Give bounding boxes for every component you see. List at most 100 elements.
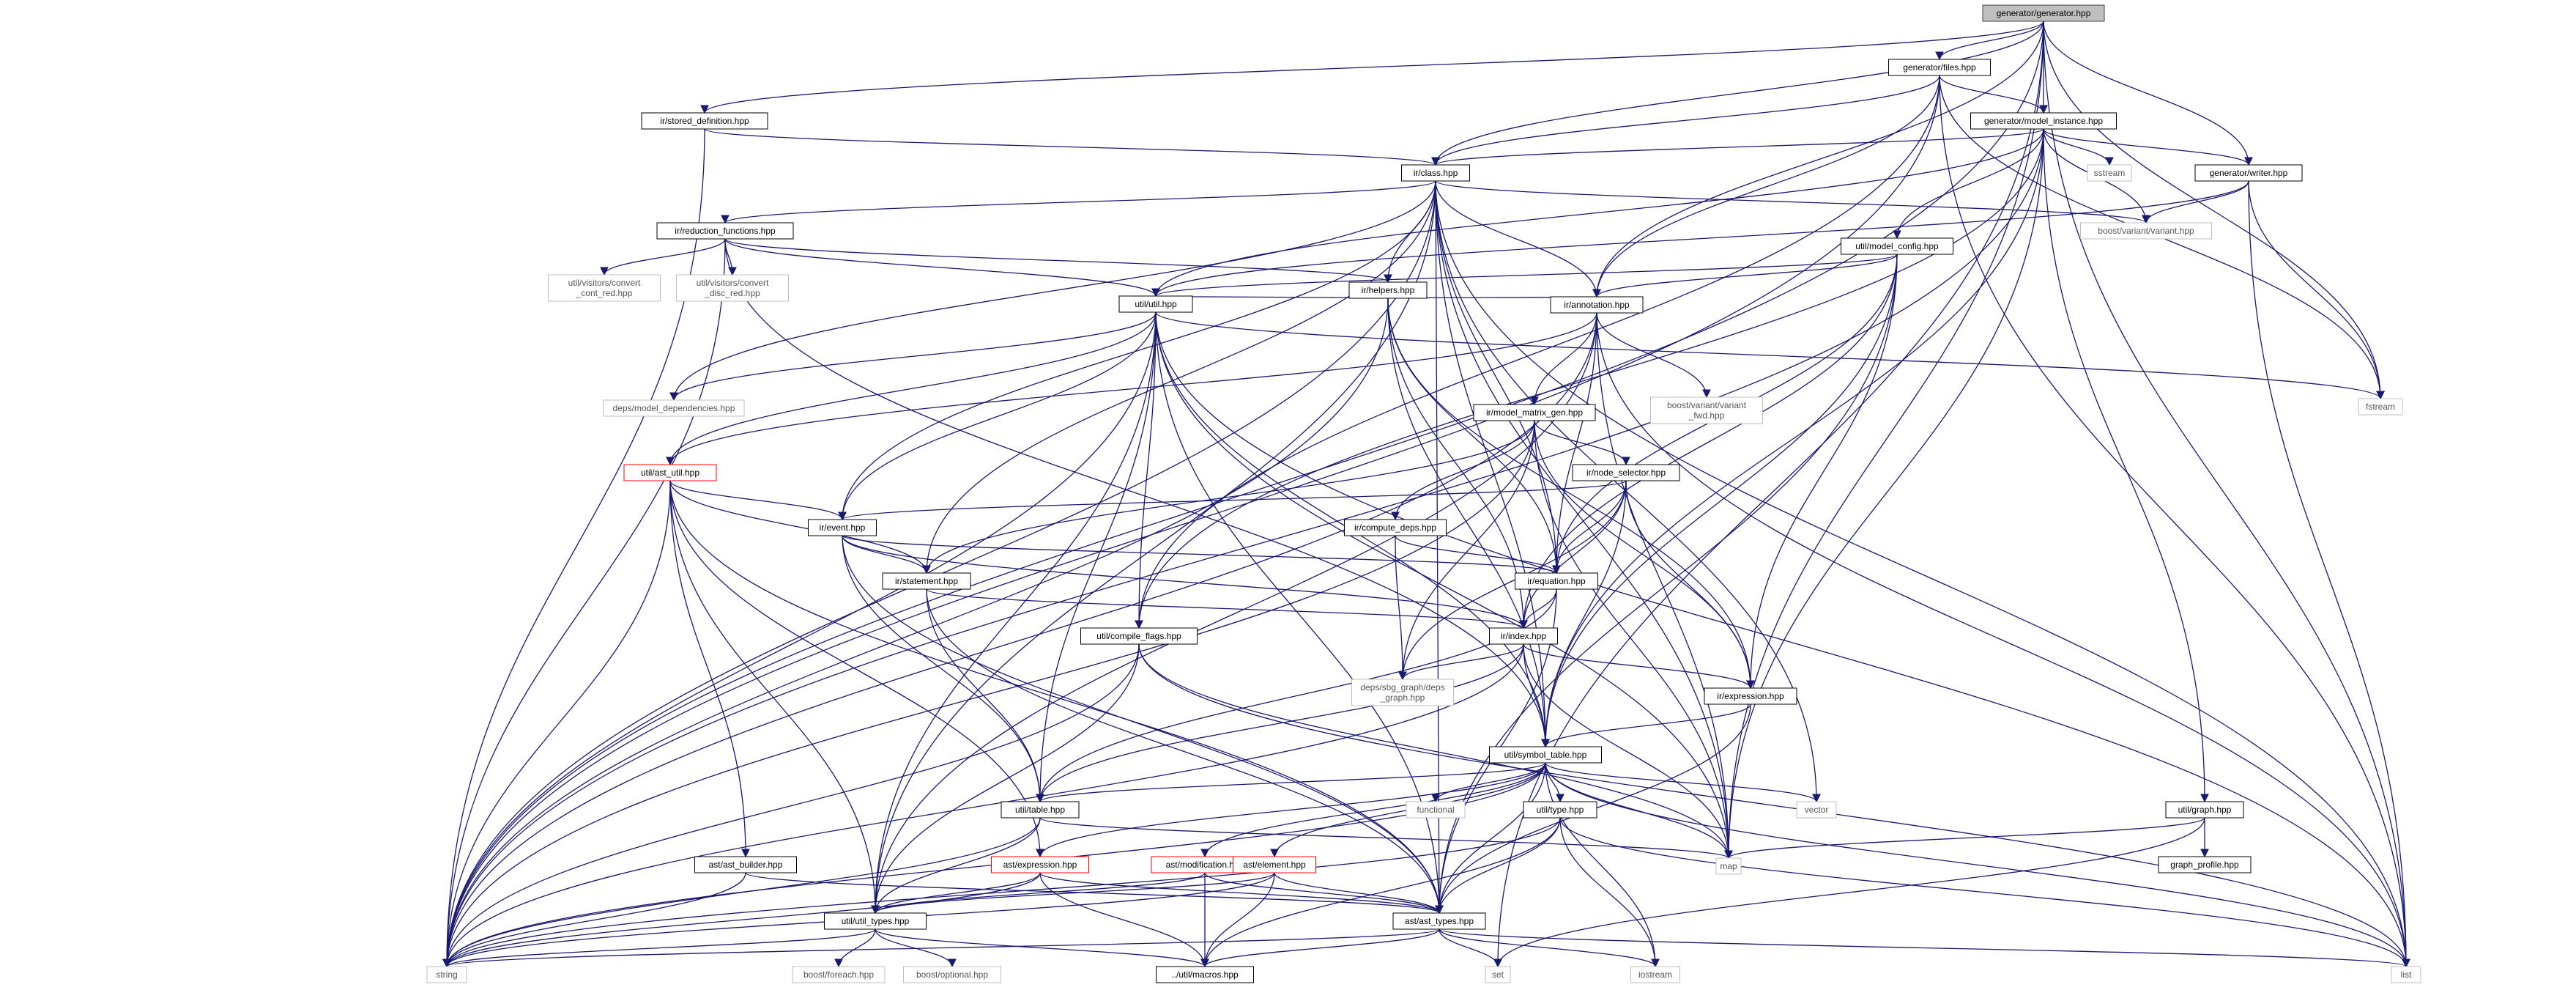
edge-util_types-to-optional (875, 928, 957, 968)
node-label: ir/event.hpp (820, 522, 866, 533)
node-box (1348, 281, 1428, 299)
node-files[interactable]: generator/files.hpp (1888, 59, 1991, 76)
edge-ast_util-to-statement (669, 480, 931, 575)
edge-annotation-to-util_types (871, 312, 1597, 915)
node-variant: boost/variant/variant.hpp (2080, 222, 2212, 240)
node-model-deps: deps/model_dependencies.hpp (603, 399, 745, 417)
node-label: functional (1417, 805, 1454, 815)
node-box (2194, 164, 2303, 182)
edge-model_config-to-symbol_table (1541, 254, 1898, 748)
node-label: deps/sbg_graph/deps (1360, 682, 1444, 692)
node-box (1841, 237, 1953, 255)
edge-index-to-map (1523, 643, 1733, 860)
node-stored[interactable]: ir/stored_definition.hpp (641, 112, 768, 130)
node-label: ast/modification.hpp (1166, 860, 1244, 870)
node-list: list (2391, 966, 2421, 983)
node-label: ast/ast_types.hpp (1405, 916, 1474, 926)
node-writer[interactable]: generator/writer.hpp (2194, 164, 2303, 182)
node-node-selector[interactable]: ir/node_selector.hpp (1572, 464, 1680, 481)
node-annotation[interactable]: ir/annotation.hpp (1550, 296, 1644, 314)
node-expression-ir[interactable]: ir/expression.hpp (1704, 687, 1797, 705)
edge-root-to-class (1431, 21, 2044, 166)
edge-model_config-to-expression_ir (1746, 254, 1898, 690)
node-type[interactable]: util/type.hpp (1523, 801, 1597, 819)
node-graph-profile[interactable]: graph_profile.hpp (2158, 856, 2252, 873)
node-iostream: iostream (1630, 966, 1680, 983)
edge-compute_deps-to-sbg_graph (1395, 535, 1407, 681)
node-box (1392, 912, 1486, 930)
node-reduction[interactable]: ir/reduction_functions.hpp (656, 222, 794, 240)
node-macros[interactable]: ../util/macros.hpp (1156, 966, 1254, 983)
edge-model_instance-to-string (442, 128, 2044, 968)
node-box (1080, 627, 1198, 645)
edge-util-to-string (442, 311, 1157, 968)
node-box (1704, 687, 1797, 705)
node-label: util/visitors/convert (568, 278, 641, 288)
node-box (1515, 572, 1598, 590)
node-label: ir/stored_definition.hpp (660, 116, 749, 126)
node-box (1344, 519, 1447, 536)
edge-table-to-map (1039, 817, 1733, 860)
node-label: map (1720, 861, 1737, 871)
edge-compile_flags-to-list (1138, 643, 2410, 968)
node-box (2391, 966, 2421, 983)
edge-table-to-string (442, 817, 1041, 968)
node-box (2087, 164, 2132, 182)
node-index[interactable]: ir/index.hpp (1489, 627, 1558, 645)
edge-util_types-to-string (442, 928, 876, 968)
node-ast-builder[interactable]: ast/ast_builder.hpp (694, 856, 797, 873)
edge-class-to-reduction (721, 180, 1436, 224)
node-graph[interactable]: util/graph.hpp (2165, 801, 2244, 819)
node-class[interactable]: ir/class.hpp (1401, 164, 1470, 182)
edge-node_selector-to-index (1519, 480, 1627, 629)
node-symbol-table[interactable]: util/symbol_table.hpp (1489, 746, 1602, 764)
node-model-instance[interactable]: generator/model_instance.hpp (1970, 112, 2117, 130)
node-label: list (2401, 969, 2412, 980)
node-root[interactable]: generator/generator.hpp (1982, 4, 2105, 22)
node-ast-expression: ast/expression.hpp (991, 856, 1089, 873)
node-box (2358, 398, 2403, 415)
edge-files-to-compile_flags (1135, 75, 1940, 629)
node-model-matrix[interactable]: ir/model_matrix_gen.hpp (1473, 404, 1596, 421)
edge-ast_types-to-string (442, 928, 1440, 968)
node-label: boost/foreach.hpp (803, 969, 874, 980)
node-compute-deps[interactable]: ir/compute_deps.hpp (1344, 519, 1447, 536)
node-conv-cont: util/visitors/convert_cont_red.hpp (548, 274, 661, 302)
node-box (1118, 295, 1193, 313)
node-label: ir/reduction_functions.hpp (675, 226, 776, 236)
edge-ast_util-to-util_types (669, 480, 880, 915)
node-label: ast/ast_builder.hpp (709, 860, 783, 870)
node-ast-types[interactable]: ast/ast_types.hpp (1392, 912, 1486, 930)
edge-root-to-stored (700, 21, 2044, 114)
node-label: util/util_types.hpp (842, 916, 910, 926)
edge-node_selector-to-sbg_graph (1398, 480, 1627, 681)
edge-ast_util-to-ast_builder (669, 480, 750, 858)
edge-helpers-to-index (1387, 298, 1528, 629)
node-model-config[interactable]: util/model_config.hpp (1841, 237, 1953, 255)
node-box (824, 912, 927, 930)
edge-class-to-list (1435, 180, 2410, 968)
node-util[interactable]: util/util.hpp (1118, 295, 1193, 313)
edge-index-to-expression_ir (1523, 643, 1755, 690)
edge-statement-to-table (926, 588, 1044, 803)
edge-model_matrix-to-map (1534, 420, 1733, 860)
node-label: util/symbol_table.hpp (1504, 750, 1587, 760)
edge-node_selector-to-equation (1552, 480, 1627, 575)
node-compile-flags[interactable]: util/compile_flags.hpp (1080, 627, 1198, 645)
node-box (1888, 59, 1991, 76)
edge-ast_expression-to-macros (1039, 872, 1209, 968)
node-table[interactable]: util/table.hpp (1001, 801, 1080, 819)
node-event[interactable]: ir/event.hpp (808, 519, 877, 536)
edge-index-to-string (442, 643, 1524, 968)
node-box (1650, 396, 1763, 424)
edge-model_matrix-to-expression_ir (1534, 420, 1755, 690)
node-statement[interactable]: ir/statement.hpp (882, 572, 971, 590)
node-helpers[interactable]: ir/helpers.hpp (1348, 281, 1428, 299)
node-util-types[interactable]: util/util_types.hpp (824, 912, 927, 930)
edge-reduction-to-conv_cont (600, 238, 726, 276)
edge-ast_types-to-list (1439, 928, 2410, 968)
node-equation[interactable]: ir/equation.hpp (1515, 572, 1598, 590)
edge-class-to-model_deps (669, 180, 1436, 402)
edge-event-to-index (842, 535, 1528, 629)
edge-statement-to-index (926, 588, 1528, 629)
